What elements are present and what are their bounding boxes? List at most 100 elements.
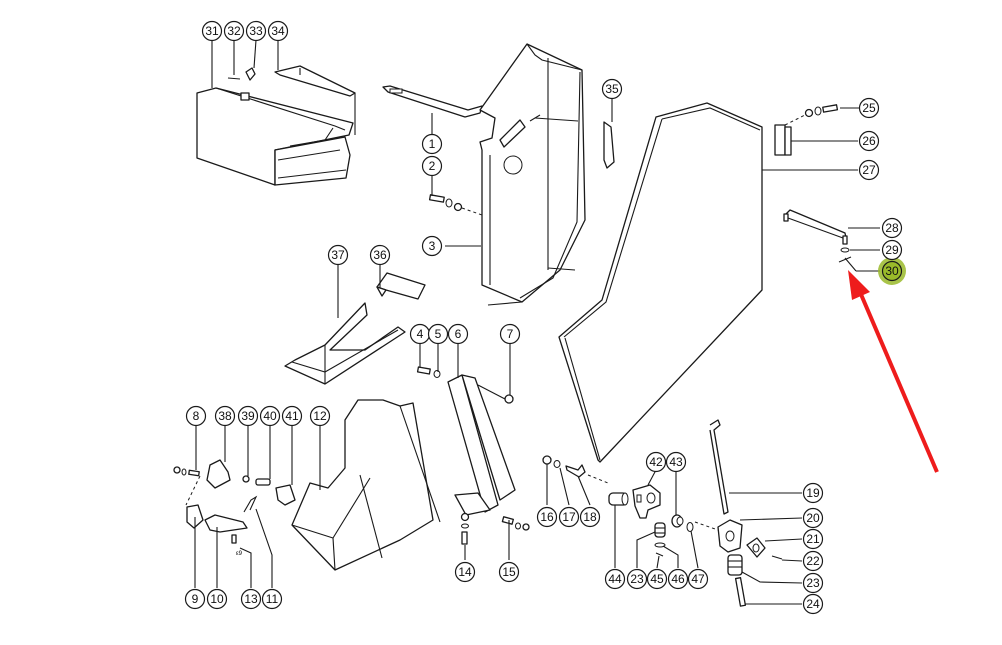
callout-label: 19 [806,486,820,500]
callout-part-25: 25 [858,97,880,119]
callout-label: 24 [806,597,820,611]
washer-part-29 [840,247,880,253]
nut-part-7 [477,384,514,404]
callout-label: 16 [540,510,554,524]
callout-circle [601,78,623,100]
callout-circle [536,506,558,528]
callout-circle [201,20,223,42]
callout-part-4: 4 [409,323,431,345]
bolt-part-15 [501,516,530,531]
callout-circle [206,588,228,610]
callout-circle [327,244,349,266]
callout-circle [626,568,648,590]
nut-part-16 [542,455,552,465]
callout-circle [802,482,824,504]
callout-circle [858,97,880,119]
callout-part-47: 47 [687,568,709,590]
side-housing-part-12 [291,399,441,571]
bolt-part-14 [460,512,470,545]
callout-part-36: 36 [369,244,391,266]
callout-circle [667,568,689,590]
block-part-20 [694,519,743,553]
callout-part-5: 5 [427,323,449,345]
callout-label: 22 [806,554,820,568]
callout-part-37: 37 [327,244,349,266]
lever-rod-part-19 [709,419,729,515]
rod-part-28 [783,209,880,245]
callout-label: 46 [671,572,685,586]
callout-label: 13 [244,592,258,606]
callout-part-14: 14 [454,561,476,583]
leader-lines [194,39,803,605]
callout-part-27: 27 [858,159,880,181]
callout-label: 18 [583,510,597,524]
housing-box-part-31 [196,87,354,186]
callout-label: 7 [507,327,514,341]
callout-label: 35 [605,82,619,96]
callout-label: 4 [417,327,424,341]
washer-part-46 [654,542,666,548]
callout-circle [802,572,824,594]
pin-part-32 [227,77,241,80]
hood-cover-part-3 [479,43,586,306]
callout-label: 33 [249,24,263,38]
callout-circle [259,405,281,427]
callout-part-19: 19 [802,482,824,504]
callout-part-22: 22 [802,550,824,572]
callout-circle [214,405,236,427]
callout-circle [604,568,626,590]
bolt-part-4 [416,366,441,378]
callout-part-6: 6 [447,323,469,345]
callout-label: 9 [192,592,199,606]
callout-label: 32 [227,24,241,38]
svg-text:ε9: ε9 [236,551,243,557]
callout-part-8: 8 [185,405,207,427]
callout-circle [237,405,259,427]
callout-label: 42 [649,455,663,469]
callout-circle [881,260,903,282]
callout-part-28: 28 [881,217,903,239]
callout-circle [421,235,443,257]
washer-part-17 [553,460,561,468]
callout-circle [369,244,391,266]
callout-circle [881,239,903,261]
callout-circle [802,593,824,615]
callout-part-33: 33 [245,20,267,42]
callout-label: 21 [806,532,820,546]
callout-label: 31 [205,24,219,38]
strip-part-35 [603,121,615,169]
callout-label: 34 [271,24,285,38]
callout-part-17: 17 [558,506,580,528]
callout-part-1: 1 [421,133,443,155]
clip-part-9 [186,504,204,529]
callout-label: 47 [691,572,705,586]
callout-circle [421,155,443,177]
callout-label: 2 [429,159,436,173]
callout-part-43: 43 [665,451,687,473]
callout-part-23: 23 [802,572,824,594]
callout-label: 1 [429,137,436,151]
callout-label: 26 [862,134,876,148]
callout-circle [447,323,469,345]
callout-label: 41 [285,409,299,423]
callout-part-20: 20 [802,507,824,529]
callout-circle [645,451,667,473]
callout-circle [223,20,245,42]
stud-part-40 [255,478,271,486]
nut-part-39 [242,475,250,483]
callout-part-26: 26 [858,130,880,152]
callout-label: 44 [608,572,622,586]
callout-part-18: 18 [579,506,601,528]
pin-part-45 [655,552,664,557]
callout-part-29: 29 [881,239,903,261]
callout-circle [558,506,580,528]
callout-part-23: 23 [626,568,648,590]
lever-part-10 [204,514,248,533]
callout-label: 14 [458,565,472,579]
callout-label: 15 [502,565,516,579]
callout-label: 29 [885,243,899,257]
callout-circle [267,20,289,42]
callout-label: 38 [218,409,232,423]
callout-circle [185,405,207,427]
callout-label: 11 [266,592,279,606]
